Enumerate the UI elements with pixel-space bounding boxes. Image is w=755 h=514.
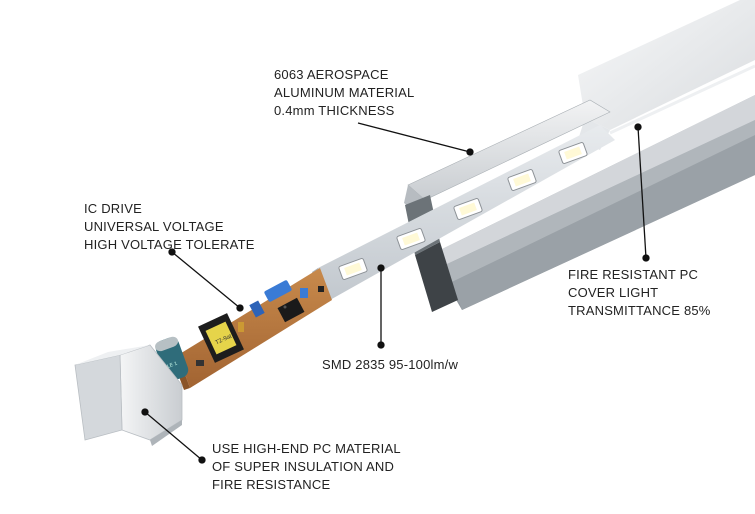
leader-dot-ic-drive <box>168 248 176 256</box>
callout-aluminum: 6063 AEROSPACE ALUMINUM MATERIAL 0.4mm T… <box>274 66 414 120</box>
pc-end-cap <box>74 344 183 446</box>
callout-end-cap-line2: OF SUPER INSULATION AND <box>212 459 395 474</box>
led-chip <box>396 228 426 250</box>
leader-lines <box>141 122 650 464</box>
led-chip <box>338 258 368 280</box>
leader-ic-drive <box>171 251 241 309</box>
callout-pc-cover: FIRE RESISTANT PC COVER LIGHT TRANSMITTA… <box>568 266 711 320</box>
transformer: T2-9at <box>198 313 244 363</box>
leader-dot-ic-drive-end <box>236 304 244 312</box>
smd-2835-leds <box>338 142 588 280</box>
callout-pc-cover-line1: FIRE RESISTANT PC <box>568 267 699 282</box>
callout-pc-cover-line2: COVER LIGHT <box>568 285 659 300</box>
led-chip <box>507 169 537 191</box>
callout-aluminum-line3: 0.4mm THICKNESS <box>274 103 395 118</box>
callout-end-cap-line3: FIRE RESISTANCE <box>212 477 331 492</box>
callout-ic-drive-line3: HIGH VOLTAGE TOLERATE <box>84 237 255 252</box>
leader-end-cap <box>144 411 203 461</box>
led-chip <box>453 198 483 220</box>
ic-chip <box>277 297 305 323</box>
callout-pc-cover-line3: TRANSMITTANCE 85% <box>568 303 711 318</box>
callout-smd-line1: SMD 2835 95-100lm/w <box>322 357 459 372</box>
leader-dot-end-cap <box>141 408 149 416</box>
callout-smd: SMD 2835 95-100lm/w <box>322 356 458 374</box>
leader-aluminum <box>357 122 471 153</box>
aluminum-housing <box>404 64 755 312</box>
leader-dot-pc-cover <box>634 123 642 131</box>
led-chip <box>558 142 588 164</box>
callout-aluminum-line2: ALUMINUM MATERIAL <box>274 85 415 100</box>
callout-aluminum-line1: 6063 AEROSPACE <box>274 67 389 82</box>
callout-end-cap: USE HIGH-END PC MATERIAL OF SUPER INSULA… <box>212 440 401 494</box>
callout-ic-drive: IC DRIVE UNIVERSAL VOLTAGE HIGH VOLTAGE … <box>84 200 255 254</box>
callout-ic-drive-line2: UNIVERSAL VOLTAGE <box>84 219 224 234</box>
blue-components <box>249 280 308 318</box>
callout-end-cap-line1: USE HIGH-END PC MATERIAL <box>212 441 401 456</box>
ic-driver-pcb: T2-9at LE 1 <box>154 268 332 390</box>
capacitor-marking: LE 1 <box>166 361 178 370</box>
leader-dot-smd <box>377 264 385 272</box>
callout-ic-drive-line1: IC DRIVE <box>84 201 142 216</box>
leader-dot-smd-end <box>377 341 385 349</box>
leader-dot-aluminum <box>466 148 474 156</box>
leader-pc-cover <box>637 126 647 259</box>
leader-dot-pc-cover-end <box>642 254 650 262</box>
leader-dot-end-cap-end <box>198 456 206 464</box>
